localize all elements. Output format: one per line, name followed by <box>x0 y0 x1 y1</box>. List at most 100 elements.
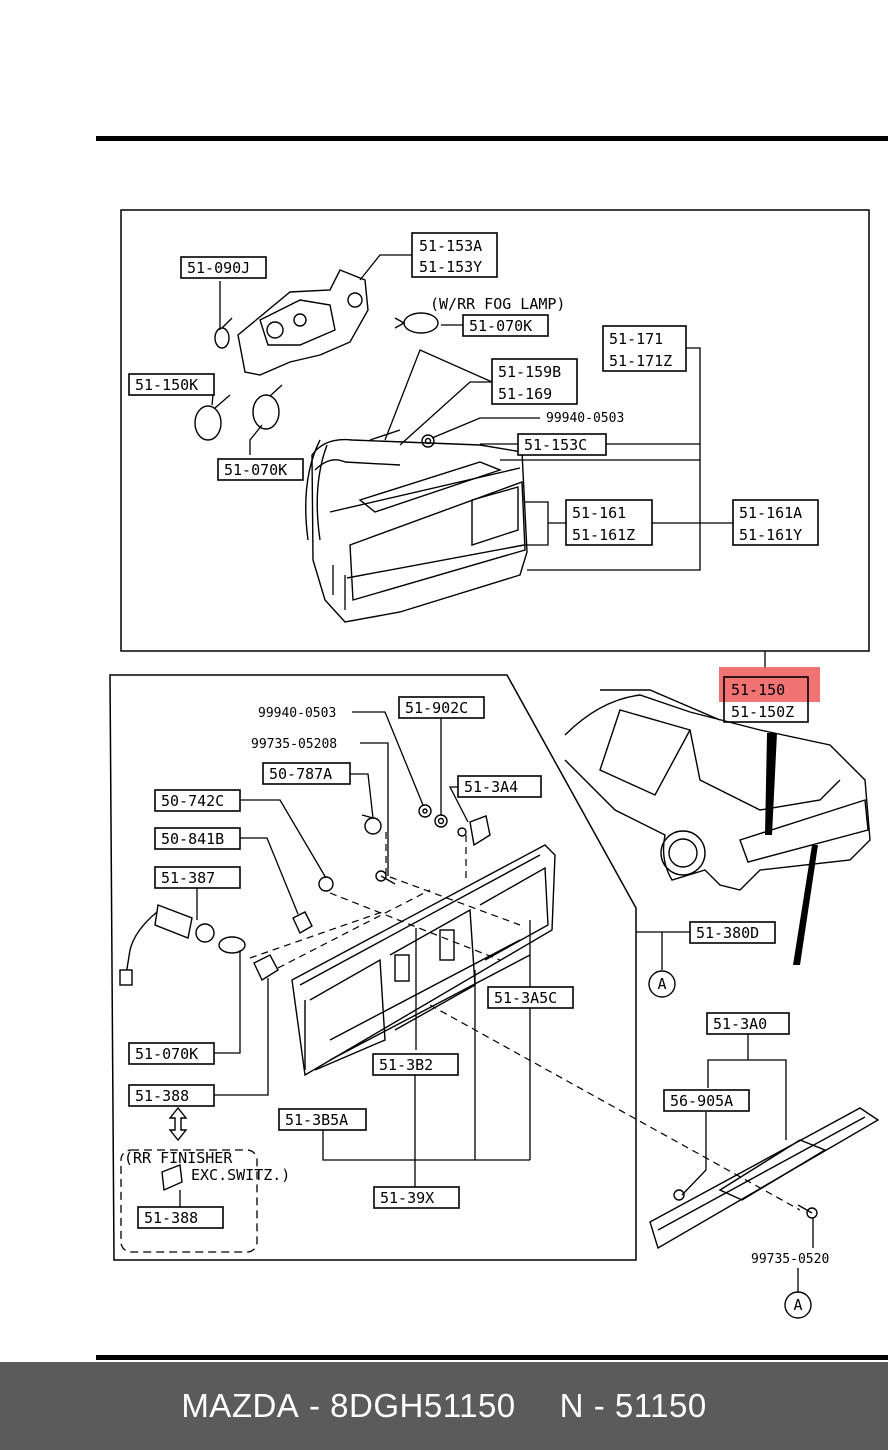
svg-text:51-3A5C: 51-3A5C <box>494 989 557 1007</box>
svg-text:51-153A: 51-153A <box>419 237 482 255</box>
brand-name: MAZDA <box>181 1387 300 1424</box>
marker-a: A <box>784 1291 812 1319</box>
callout-51-387: 51-387 <box>154 866 241 889</box>
svg-text:56-905A: 56-905A <box>670 1092 733 1110</box>
bottom-rule <box>96 1355 888 1360</box>
bulb-icon <box>214 317 233 349</box>
svg-text:51-153C: 51-153C <box>524 436 587 454</box>
callout-51-153A: 51-153A 51-153Y <box>411 232 498 278</box>
switch-icon <box>161 1164 183 1192</box>
fog-lamp-note: (W/RR FOG LAMP) <box>430 295 565 313</box>
top-rule <box>96 136 888 141</box>
svg-text:51-150K: 51-150K <box>135 376 198 394</box>
car-silhouette <box>564 689 871 965</box>
washer-icon <box>434 814 448 828</box>
callout-51-3A4: 51-3A4 <box>457 775 542 798</box>
lamp-socket-harness <box>237 269 369 376</box>
rr-finisher-exc-note: EXC.SWITZ.) <box>191 1166 290 1184</box>
svg-text:51-153Y: 51-153Y <box>419 258 482 276</box>
bulb-icon <box>194 394 231 441</box>
parts-diagram: 51-153A 51-153Y 51-090J (W/RR FOG LAMP) … <box>109 209 880 1319</box>
bulb-icon <box>218 936 246 954</box>
bracket-icon <box>457 815 491 847</box>
grommet-icon <box>318 876 334 892</box>
callout-51-070K-lower: 51-070K <box>128 1042 215 1065</box>
svg-text:50-742C: 50-742C <box>161 792 224 810</box>
callout-50-742C: 50-742C <box>154 789 241 812</box>
callout-50-787A: 50-787A <box>262 762 351 785</box>
callout-51-153C: 51-153C <box>517 433 607 456</box>
svg-text:51-171Z: 51-171Z <box>609 352 672 370</box>
callout-51-39X: 51-39X <box>373 1186 460 1209</box>
n-separator: - <box>593 1387 606 1424</box>
marker-a: A <box>648 970 676 998</box>
svg-text:51-150: 51-150 <box>731 681 785 699</box>
svg-text:51-3B2: 51-3B2 <box>379 1056 433 1074</box>
upper-panel-frame <box>120 209 870 652</box>
svg-text:51-090J: 51-090J <box>187 259 250 277</box>
callout-51-070K-lower: 51-070K <box>217 458 304 481</box>
rear-lamp-assembly <box>305 429 528 623</box>
svg-text:51-39X: 51-39X <box>380 1189 434 1207</box>
callout-56-905A: 56-905A <box>663 1089 750 1112</box>
callout-51-902C: 51-902C <box>398 696 485 719</box>
callout-99940-0503-upper: 99940-0503 <box>546 411 624 426</box>
callout-51-388-inset: 51-388 <box>137 1206 224 1229</box>
svg-text:51-171: 51-171 <box>609 330 663 348</box>
svg-text:51-3A4: 51-3A4 <box>464 778 518 796</box>
svg-text:51-387: 51-387 <box>161 869 215 887</box>
callout-51-159B: 51-159B 51-169 <box>491 358 578 405</box>
callout-51-388: 51-388 <box>128 1084 215 1107</box>
socket-wire-icon <box>119 904 215 986</box>
callout-99940-0503-lower: 99940-0503 <box>258 706 336 721</box>
gasket-icon <box>253 954 279 982</box>
callout-51-070K-fog: 51-070K <box>462 314 549 337</box>
svg-text:A: A <box>657 975 666 993</box>
svg-text:51-388: 51-388 <box>135 1087 189 1105</box>
bulb-icon <box>252 384 283 430</box>
nut-icon <box>421 434 435 448</box>
nut-icon <box>418 804 432 818</box>
callout-51-171: 51-171 51-171Z <box>602 325 687 372</box>
part-info-footer: MAZDA - 8DGH51150 N - 51150 <box>0 1362 888 1450</box>
svg-text:51-902C: 51-902C <box>405 699 468 717</box>
callout-51-380D: 51-380D <box>689 921 776 944</box>
svg-text:51-070K: 51-070K <box>224 461 287 479</box>
svg-text:51-380D: 51-380D <box>696 924 759 942</box>
svg-text:A: A <box>793 1296 802 1314</box>
target-highlight <box>719 667 820 702</box>
svg-text:51-161A: 51-161A <box>739 504 802 522</box>
lower-panel-frame <box>109 674 637 1261</box>
cap-icon <box>292 911 313 934</box>
svg-text:51-161Z: 51-161Z <box>572 526 635 544</box>
svg-text:51-388: 51-388 <box>144 1209 198 1227</box>
bumper-moulding <box>649 1107 880 1250</box>
callout-51-3A5C: 51-3A5C <box>487 986 574 1009</box>
svg-text:51-3A0: 51-3A0 <box>713 1015 767 1033</box>
svg-text:50-787A: 50-787A <box>269 765 332 783</box>
n-prefix: N <box>559 1387 585 1424</box>
double-arrow-icon <box>168 1106 188 1142</box>
svg-text:51-3B5A: 51-3B5A <box>285 1111 348 1129</box>
assembly-dashed-lines <box>249 832 801 1211</box>
rr-finisher-inset <box>120 1149 258 1253</box>
rr-finisher-note: (RR FINISHER <box>124 1149 233 1167</box>
svg-text:51-070K: 51-070K <box>135 1045 198 1063</box>
callout-99735-0520: 99735-0520 <box>751 1252 829 1267</box>
callout-51-161: 51-161 51-161Z <box>565 499 653 546</box>
target-label-51-150Z: 51-150Z <box>731 703 794 721</box>
brand-separator: - <box>308 1387 321 1424</box>
part-code: 8DGH51150 <box>330 1387 516 1424</box>
clip-icon <box>361 814 382 835</box>
svg-text:51-070K: 51-070K <box>469 317 532 335</box>
svg-text:50-841B: 50-841B <box>161 830 224 848</box>
callout-51-3B5A: 51-3B5A <box>278 1108 367 1131</box>
callout-51-3A0: 51-3A0 <box>706 1012 790 1035</box>
svg-text:51-161: 51-161 <box>572 504 626 522</box>
svg-text:51-161Y: 51-161Y <box>739 526 802 544</box>
callout-51-150-target: 51-150 51-150Z <box>723 676 809 723</box>
callout-99735-05208: 99735-05208 <box>251 737 337 752</box>
callout-50-841B: 50-841B <box>154 827 241 850</box>
callout-51-150K: 51-150K <box>128 373 215 396</box>
lower-leader-lines <box>179 711 814 1292</box>
